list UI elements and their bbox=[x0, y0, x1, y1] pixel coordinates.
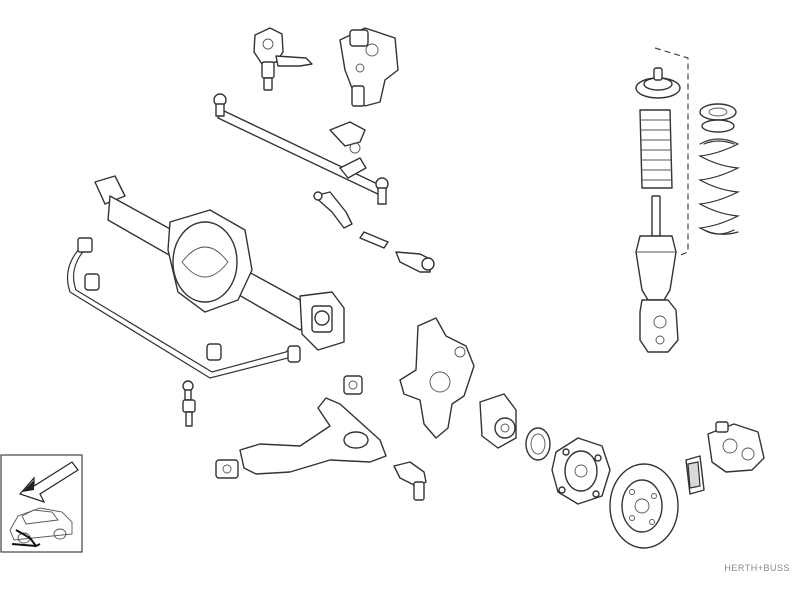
pitman-arm bbox=[253, 27, 313, 91]
steering-knuckle bbox=[399, 317, 475, 439]
ball-joint bbox=[393, 461, 427, 501]
shock-absorber bbox=[635, 195, 679, 353]
stabilizer-bar bbox=[67, 237, 301, 379]
brake-pads bbox=[685, 455, 705, 495]
position-selector[interactable] bbox=[0, 454, 83, 553]
brake-caliper bbox=[707, 421, 765, 473]
spring-seat bbox=[699, 103, 737, 133]
direction-arrow-icon bbox=[18, 461, 79, 504]
dust-boot bbox=[639, 109, 673, 189]
steering-gearbox bbox=[329, 27, 399, 154]
strut-top-mount bbox=[635, 67, 681, 99]
coil-spring bbox=[698, 138, 741, 235]
axle-housing bbox=[94, 175, 345, 351]
seal-ring bbox=[525, 427, 551, 461]
bushing bbox=[343, 375, 363, 395]
stabilizer-link bbox=[182, 380, 196, 427]
brand-logo: HERTH+BUSS bbox=[724, 563, 790, 573]
lower-control-arm bbox=[215, 397, 387, 479]
brake-disc bbox=[609, 463, 679, 549]
tie-rod-assembly bbox=[313, 191, 435, 273]
center-steering-link bbox=[213, 93, 389, 205]
wheel-hub bbox=[551, 437, 611, 505]
wheel-hub-carrier bbox=[479, 393, 517, 449]
strut-group-bracket bbox=[654, 47, 689, 257]
brand-text: HERTH+BUSS bbox=[724, 563, 790, 573]
car-outline-icon bbox=[9, 507, 73, 548]
